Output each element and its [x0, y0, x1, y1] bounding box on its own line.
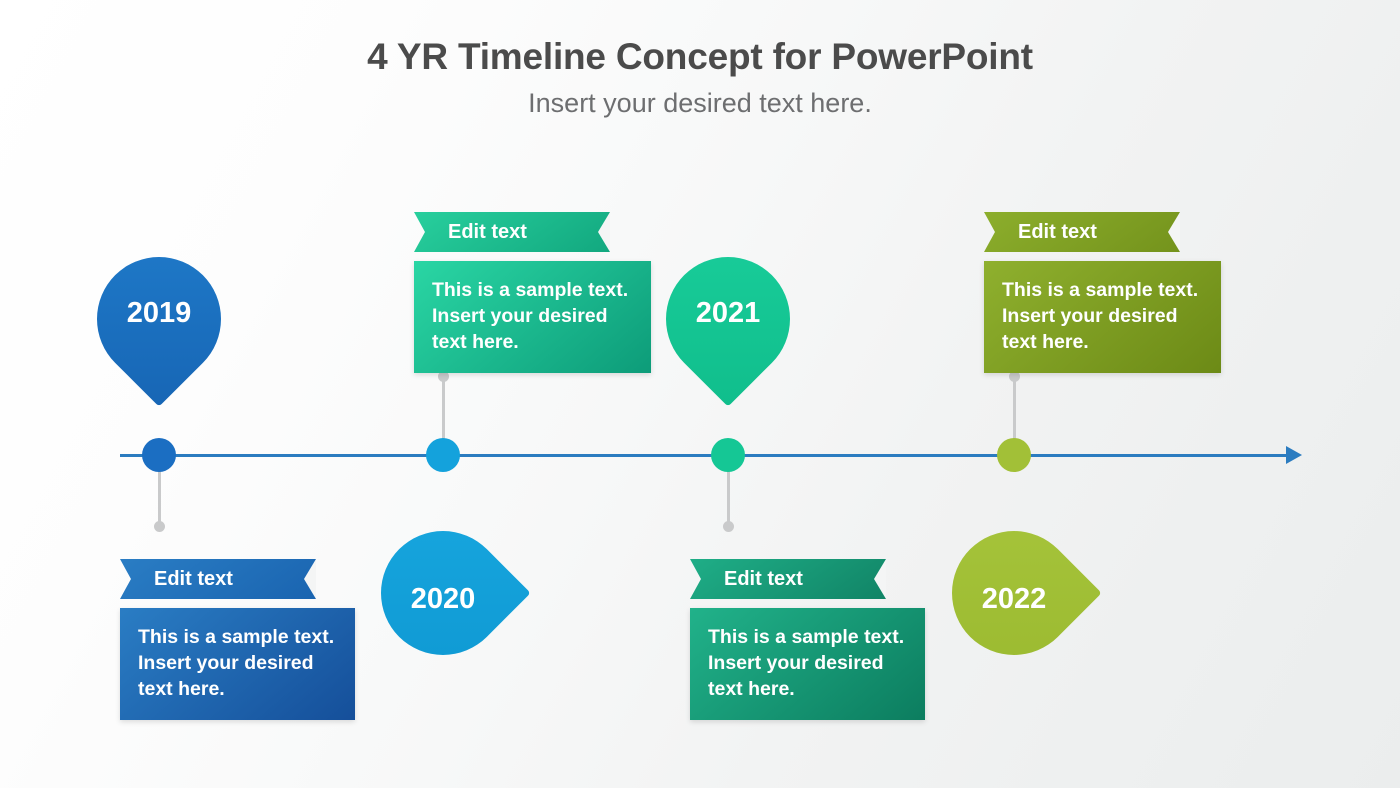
connector-stem: [727, 470, 730, 522]
connector-end-dot: [1009, 371, 1020, 382]
connector-end-dot: [154, 521, 165, 532]
ribbon-tail-notch: [304, 559, 316, 599]
page-subtitle: Insert your desired text here.: [528, 88, 872, 118]
year-marker-2019[interactable]: 2019: [71, 231, 247, 407]
arrow-right-icon: [1286, 446, 1302, 464]
page-title: 4 YR Timeline Concept for PowerPoint: [367, 36, 1033, 77]
ribbon-label: Edit text: [1018, 220, 1097, 243]
connector-stem: [158, 470, 161, 522]
body-text: This is a sample text. Insert your desir…: [1002, 279, 1199, 354]
ribbon-tail-notch: [874, 559, 886, 599]
connector-stem: [442, 375, 445, 441]
ribbon-label: Edit text: [724, 567, 803, 590]
body-card-2022[interactable]: This is a sample text. Insert your desir…: [984, 261, 1221, 374]
axis-node-2020[interactable]: [426, 438, 460, 472]
year-label: 2019: [126, 296, 192, 329]
connector-end-dot: [438, 371, 449, 382]
ribbon-tail-notch: [1168, 212, 1180, 252]
body-text: This is a sample text. Insert your desir…: [138, 626, 335, 701]
connector-stem: [1013, 375, 1016, 441]
ribbon-header-2022[interactable]: Edit text: [984, 212, 1180, 252]
body-card-2020[interactable]: This is a sample text. Insert your desir…: [414, 261, 651, 374]
year-label: 2021: [695, 296, 761, 329]
year-marker-2022[interactable]: 2022: [926, 505, 1102, 681]
body-card-2021[interactable]: This is a sample text. Insert your desir…: [690, 608, 925, 721]
year-label: 2022: [981, 582, 1047, 615]
year-marker-2021[interactable]: 2021: [640, 231, 816, 407]
axis-node-2021[interactable]: [711, 438, 745, 472]
body-text: This is a sample text. Insert your desir…: [708, 626, 905, 701]
ribbon-label: Edit text: [154, 567, 233, 590]
ribbon-header-2020[interactable]: Edit text: [414, 212, 610, 252]
body-card-2019[interactable]: This is a sample text. Insert your desir…: [120, 608, 355, 721]
body-text: This is a sample text. Insert your desir…: [432, 279, 629, 354]
axis-node-2019[interactable]: [142, 438, 176, 472]
year-marker-2020[interactable]: 2020: [355, 505, 531, 681]
ribbon-label: Edit text: [448, 220, 527, 243]
axis-node-2022[interactable]: [997, 438, 1031, 472]
ribbon-header-2019[interactable]: Edit text: [120, 559, 316, 599]
connector-end-dot: [723, 521, 734, 532]
year-label: 2020: [410, 582, 476, 615]
timeline-axis: [120, 454, 1290, 457]
ribbon-header-2021[interactable]: Edit text: [690, 559, 886, 599]
ribbon-tail-notch: [598, 212, 610, 252]
